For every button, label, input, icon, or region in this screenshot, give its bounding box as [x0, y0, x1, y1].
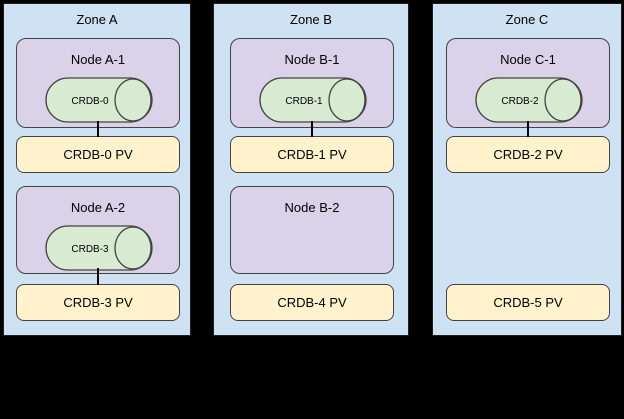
pod-label: CRDB-3 — [71, 244, 109, 255]
pv-crdb-3: CRDB-3 PV — [16, 284, 180, 321]
pod-label: CRDB-1 — [285, 96, 323, 107]
database-cylinder-icon: CRDB-3 — [45, 225, 153, 271]
pod-to-pv-connector — [97, 121, 99, 137]
database-cylinder-icon: CRDB-0 — [45, 77, 153, 123]
pod-to-pv-connector — [527, 121, 529, 137]
pod-label: CRDB-2 — [501, 96, 539, 107]
node-a1-title: Node A-1 — [70, 52, 126, 67]
pv-crdb-5: CRDB-5 PV — [446, 284, 610, 321]
node-b1: Node B-1 CRDB-1 — [230, 38, 394, 128]
node-c1: Node C-1 CRDB-2 — [446, 38, 610, 128]
pv-crdb-0: CRDB-0 PV — [16, 136, 180, 173]
node-a2-title: Node A-2 — [70, 200, 126, 215]
pod-to-pv-connector — [97, 268, 99, 285]
node-b2-title: Node B-2 — [284, 200, 340, 215]
database-cylinder-icon: CRDB-2 — [475, 77, 583, 123]
pv-crdb-1: CRDB-1 PV — [230, 136, 394, 173]
zone-a: Zone A Node A-1 CRDB-0 CRDB-0 PV Node A-… — [3, 3, 191, 336]
pv-crdb-4: CRDB-4 PV — [230, 284, 394, 321]
zone-c: Zone C Node C-1 CRDB-2 CRDB-2 PV CRDB-5 … — [432, 3, 622, 336]
node-a2: Node A-2 CRDB-3 — [16, 186, 180, 274]
pv-crdb-2: CRDB-2 PV — [446, 136, 610, 173]
node-b2: Node B-2 — [230, 186, 394, 274]
zone-c-title: Zone C — [505, 12, 549, 27]
database-cylinder-icon: CRDB-1 — [259, 77, 367, 123]
node-b1-title: Node B-1 — [284, 52, 340, 67]
node-a1: Node A-1 CRDB-0 — [16, 38, 180, 128]
pod-label: CRDB-0 — [71, 96, 109, 107]
node-c1-title: Node C-1 — [500, 52, 556, 67]
zone-b: Zone B Node B-1 CRDB-1 CRDB-1 PV Node B-… — [213, 3, 409, 336]
pod-to-pv-connector — [311, 121, 313, 137]
zone-a-title: Zone A — [76, 12, 118, 27]
zone-b-title: Zone B — [290, 12, 332, 27]
